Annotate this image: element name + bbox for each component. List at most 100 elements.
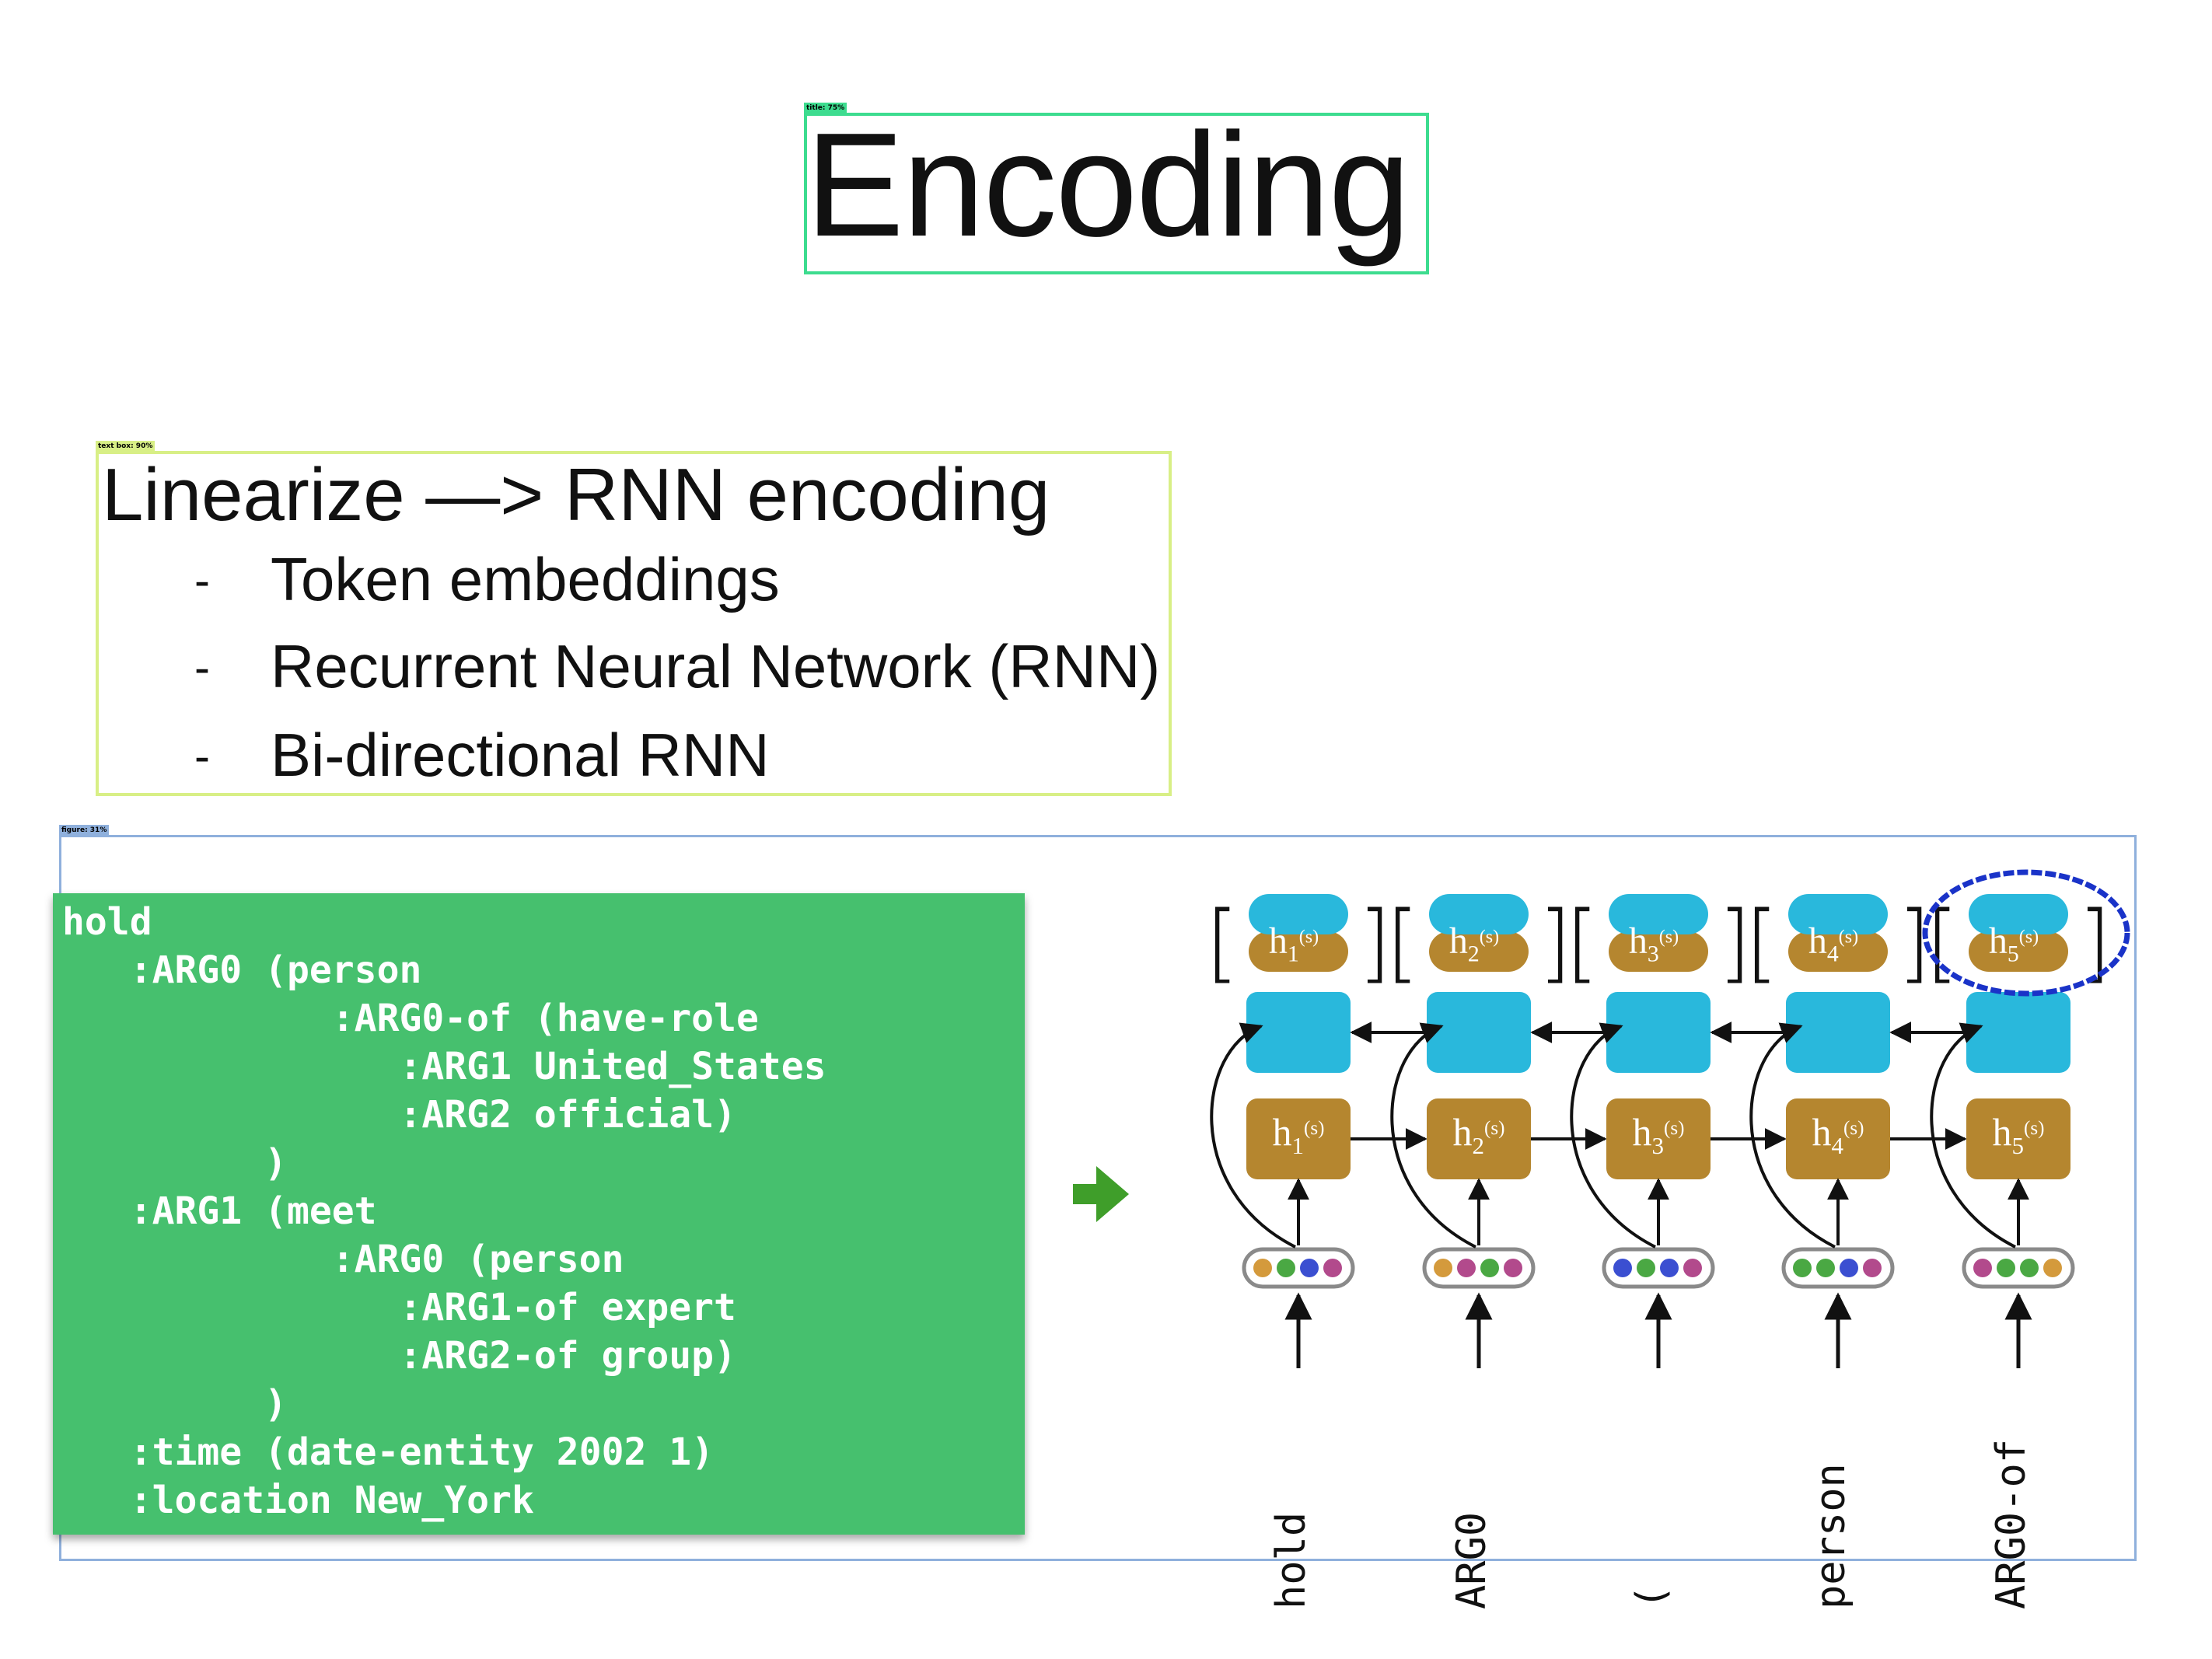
token-embedding	[1242, 1247, 1355, 1289]
forward-hidden-label: h4(s)	[1812, 1110, 1864, 1159]
embedding-dot	[1253, 1259, 1272, 1277]
backward-rnn-cell	[1427, 992, 1531, 1073]
embed-backward-arrow	[1390, 1022, 1476, 1249]
backward-rnn-cell	[1606, 992, 1711, 1073]
concat-backward-half	[1609, 894, 1708, 934]
embedding-dot	[1863, 1259, 1882, 1277]
forward-hidden-label: h2(s)	[1453, 1110, 1505, 1159]
code-line: hold	[62, 900, 152, 944]
highlight-circle	[1922, 869, 2130, 997]
embedding-dot	[2043, 1259, 2062, 1277]
input-token: person	[1808, 1463, 1854, 1609]
backward-rnn-cell	[1786, 992, 1890, 1073]
embedding-dot	[1637, 1259, 1655, 1277]
embedding-dot	[1480, 1259, 1499, 1277]
bullet-item: Recurrent Neural Network (RNN)	[271, 632, 1161, 700]
bullet-dash: -	[194, 730, 210, 782]
concat-hidden-label: h3(s)	[1629, 920, 1679, 967]
bullet-item: Bi-directional RNN	[271, 721, 770, 789]
left-bracket: [	[1566, 892, 1599, 992]
concat-forward-half	[1429, 931, 1529, 972]
token-embedding	[1962, 1247, 2075, 1289]
input-token: hold	[1268, 1512, 1315, 1609]
bullet-item: Token embeddings	[271, 545, 780, 613]
concat-forward-half	[1249, 931, 1348, 972]
textbox-detection-label: text box: 90%	[96, 441, 156, 452]
birnn-encoder-diagram: h1(s) [] h1(s) hold h2(s) [] h2(s) ARG0 h3(s) [] h…	[1073, 869, 2130, 1609]
forward-rnn-cell	[1427, 1098, 1531, 1179]
bullet-dash: -	[194, 641, 210, 693]
concat-backward-half	[1429, 894, 1529, 934]
backward-rnn-cell	[1966, 992, 2070, 1073]
bullet-dash: -	[194, 554, 210, 606]
token-embedding	[1602, 1247, 1715, 1289]
concat-forward-half	[1609, 931, 1708, 972]
token-embedding	[1422, 1247, 1536, 1289]
code-line: :ARG2-of group)	[62, 1334, 736, 1378]
code-line: )	[62, 1141, 287, 1185]
title-detection-label: title: 75%	[804, 103, 847, 114]
pointer-arrow-icon	[1073, 1166, 1129, 1222]
embedding-dot	[1300, 1259, 1319, 1277]
token-embedding	[1781, 1247, 1895, 1289]
right-bracket: ]	[1539, 892, 1572, 992]
embedding-dot	[1434, 1259, 1452, 1277]
right-bracket: ]	[1358, 892, 1392, 992]
concat-hidden-label: h5(s)	[1989, 920, 2039, 967]
concat-backward-half	[1788, 894, 1888, 934]
code-line: )	[62, 1382, 287, 1426]
forward-rnn-cell	[1966, 1098, 2070, 1179]
concat-forward-half	[1788, 931, 1888, 972]
amr-code-panel: hold :ARG0 (person :ARG0-of (have-role :…	[53, 893, 1025, 1535]
embedding-dot	[1323, 1259, 1342, 1277]
left-bracket: [	[1206, 892, 1239, 992]
embedding-dot	[1793, 1259, 1812, 1277]
code-line: :ARG1-of expert	[62, 1286, 736, 1329]
textbox-detection-box	[96, 451, 1172, 796]
right-bracket: ]	[1718, 892, 1752, 992]
code-line: :ARG0-of (have-role	[62, 997, 759, 1040]
concat-hidden-label: h1(s)	[1269, 920, 1319, 967]
concat-hidden-label: h4(s)	[1808, 920, 1858, 967]
figure-detection-label: figure: 31%	[59, 825, 110, 836]
concat-backward-half	[1969, 894, 2068, 934]
concat-hidden-label: h2(s)	[1449, 920, 1499, 967]
embedding-dot	[1997, 1259, 2015, 1277]
left-bracket: [	[1386, 892, 1420, 992]
embedding-dot	[2020, 1259, 2039, 1277]
slide-heading: Linearize —> RNN encoding	[102, 453, 1050, 536]
slide-title: Encoding	[805, 103, 1410, 267]
input-token: (	[1628, 1585, 1675, 1609]
forward-hidden-label: h1(s)	[1273, 1110, 1325, 1159]
forward-rnn-cell	[1786, 1098, 1890, 1179]
embedding-dot	[1973, 1259, 1992, 1277]
forward-hidden-label: h5(s)	[1993, 1110, 2045, 1159]
embedding-dot	[1840, 1259, 1858, 1277]
embedding-dot	[1660, 1259, 1679, 1277]
code-line: :ARG0 (person	[62, 1238, 624, 1281]
input-token: ARG0	[1448, 1512, 1495, 1609]
embedding-dot	[1277, 1259, 1295, 1277]
concat-backward-half	[1249, 894, 1348, 934]
embed-backward-arrow	[1210, 1022, 1296, 1249]
embedding-dot	[1457, 1259, 1476, 1277]
code-line: :ARG2 official)	[62, 1093, 736, 1137]
title-detection-box	[804, 113, 1429, 274]
forward-rnn-cell	[1606, 1098, 1711, 1179]
code-line: :ARG1 (meet	[62, 1189, 377, 1233]
embed-backward-arrow	[1749, 1022, 1836, 1249]
code-line: :location New_York	[62, 1479, 534, 1522]
code-line: :ARG0 (person	[62, 948, 422, 992]
left-bracket: [	[1745, 892, 1779, 992]
code-line: :time (date-entity 2002 1)	[62, 1430, 715, 1474]
embed-backward-arrow	[1930, 1022, 2016, 1249]
embedding-dot	[1504, 1259, 1522, 1277]
embed-backward-arrow	[1570, 1022, 1656, 1249]
code-line: :ARG1 United_States	[62, 1045, 826, 1088]
forward-rnn-cell	[1246, 1098, 1351, 1179]
input-token: ARG0-of	[1988, 1439, 2035, 1609]
concat-forward-half	[1969, 931, 2068, 972]
embedding-dot	[1613, 1259, 1632, 1277]
backward-rnn-cell	[1246, 992, 1351, 1073]
embedding-dot	[1683, 1259, 1702, 1277]
